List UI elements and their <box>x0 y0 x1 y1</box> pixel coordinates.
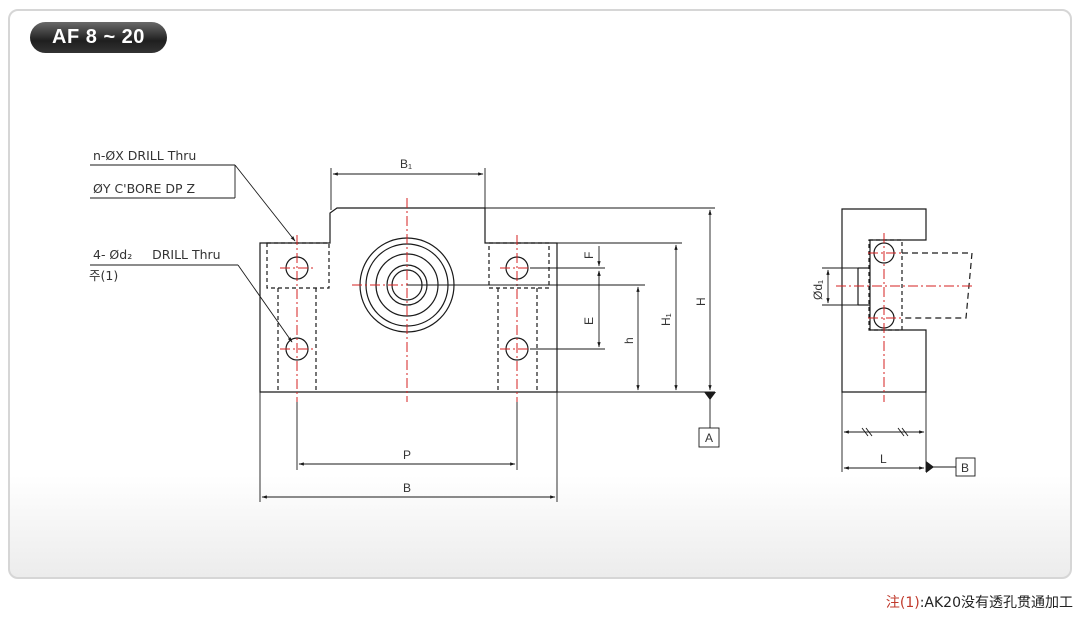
cbore-left <box>266 242 330 289</box>
drawing-panel <box>8 9 1072 579</box>
cbore-right <box>488 242 550 289</box>
callout-note-ref: 주(1) <box>89 268 118 283</box>
side-view <box>841 208 973 393</box>
dim-h: H <box>694 297 708 306</box>
datum-b: B <box>961 461 969 475</box>
dim-h1: H₁ <box>659 313 673 326</box>
callout-drill-thru: n-ØX DRILL Thru <box>93 148 196 163</box>
dim-p: P <box>403 448 411 462</box>
centerlines <box>280 198 972 402</box>
model-badge: AF 8 ~ 20 <box>30 22 167 53</box>
dim-d1: Ød₁ <box>811 280 825 300</box>
dim-b: B <box>403 481 411 495</box>
dim-h-small: h <box>622 337 636 344</box>
footnote-ref: 注(1) <box>885 595 920 611</box>
dim-e: E <box>582 317 596 325</box>
dim-f: F <box>582 252 596 259</box>
footnote: 注(1):AK20没有透孔贯通加工 <box>886 592 1073 612</box>
dim-l: L <box>880 452 887 466</box>
dim-b1: B₁ <box>400 157 412 171</box>
footnote-text: :AK20没有透孔贯通加工 <box>919 595 1073 611</box>
dimension-lines <box>90 164 976 502</box>
callout-drill-small: 4- Ød₂ DRILL Thru <box>93 247 221 262</box>
front-view <box>259 207 558 393</box>
callout-cbore: ØY C'BORE DP Z <box>93 181 195 196</box>
datum-a: A <box>705 431 713 445</box>
